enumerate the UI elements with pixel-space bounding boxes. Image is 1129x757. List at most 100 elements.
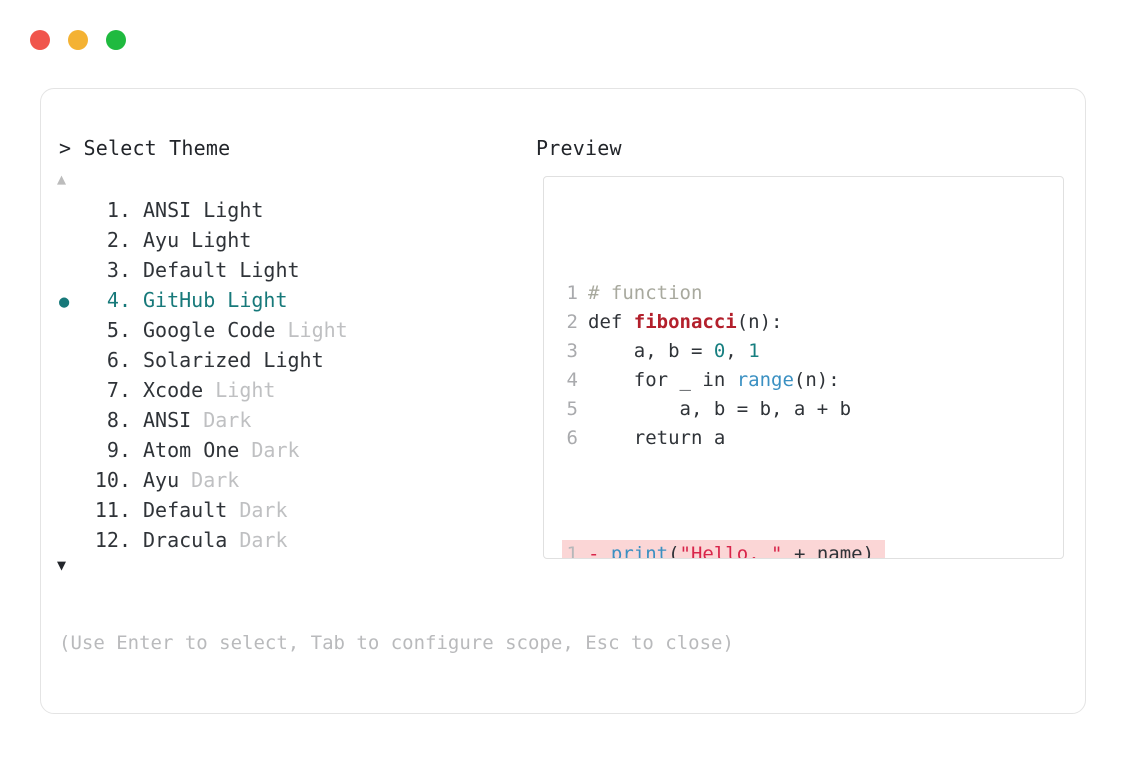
theme-list-item[interactable]: 12.Dracula Dark bbox=[53, 525, 503, 555]
theme-list-item[interactable]: 11. Default Dark bbox=[53, 495, 503, 525]
theme-list-item[interactable]: 5. Google Code Light bbox=[53, 315, 503, 345]
theme-item-name: Ayu bbox=[143, 228, 180, 252]
code-line-text: for _ in range(n): bbox=[588, 366, 840, 395]
theme-item-name: Default bbox=[143, 258, 228, 282]
code-token: ( bbox=[668, 543, 680, 559]
bullet-placeholder bbox=[53, 347, 79, 377]
theme-list-item[interactable]: 9. Atom One Dark bbox=[53, 435, 503, 465]
theme-item-number: 5. bbox=[106, 318, 131, 342]
page-title: > Select Theme bbox=[59, 136, 231, 160]
theme-list-item[interactable]: 3. Default Light bbox=[53, 255, 503, 285]
code-token: for _ in bbox=[588, 369, 737, 391]
code-token: # function bbox=[588, 282, 703, 304]
code-token: fibonacci bbox=[633, 311, 737, 333]
theme-item-name: Xcode bbox=[143, 378, 204, 402]
code-line: 2 def fibonacci(n): bbox=[562, 308, 885, 337]
theme-item-number: 7. bbox=[106, 378, 131, 402]
theme-item-number: 6. bbox=[106, 348, 131, 372]
line-number: 2 bbox=[566, 311, 578, 333]
theme-item-variant: Dark bbox=[227, 528, 288, 552]
code-line-text: a, b = 0, 1 bbox=[588, 337, 760, 366]
window-titlebar bbox=[30, 30, 126, 50]
line-number: 3 bbox=[566, 340, 578, 362]
code-line-text: print("Hello, " + name) bbox=[610, 540, 875, 559]
bullet-placeholder bbox=[53, 497, 79, 527]
close-dot[interactable] bbox=[30, 30, 50, 50]
code-token: print bbox=[610, 543, 669, 559]
diff-removed-line: 1- print("Hello, " + name) bbox=[562, 540, 886, 559]
line-number: 5 bbox=[566, 398, 578, 420]
theme-item-number: 2. bbox=[106, 228, 131, 252]
theme-item-variant: Light bbox=[251, 348, 324, 372]
line-number: 1 bbox=[566, 543, 578, 559]
code-line: 4 for _ in range(n): bbox=[562, 366, 885, 395]
bullet-placeholder bbox=[53, 227, 79, 257]
theme-item-number: 4. bbox=[106, 288, 131, 312]
scroll-down-arrow-icon[interactable]: ▼ bbox=[57, 556, 67, 574]
theme-item-variant: Dark bbox=[239, 438, 300, 462]
code-line-text: return a bbox=[588, 424, 726, 453]
theme-list-item[interactable]: 6. Solarized Light bbox=[53, 345, 503, 375]
theme-item-name: Default bbox=[143, 498, 228, 522]
bullet-placeholder bbox=[53, 527, 79, 557]
bullet-placeholder bbox=[53, 467, 79, 497]
theme-item-variant: Light bbox=[215, 288, 288, 312]
preview-title: Preview bbox=[536, 136, 622, 160]
theme-item-name: Solarized bbox=[143, 348, 252, 372]
line-number: 4 bbox=[566, 369, 578, 391]
theme-item-name: ANSI bbox=[143, 408, 192, 432]
theme-list: 1.ANSI Light 2.Ayu Light 3.Default Light… bbox=[53, 195, 503, 555]
code-token: (n): bbox=[736, 311, 783, 333]
theme-item-variant: Dark bbox=[227, 498, 288, 522]
theme-list-item[interactable]: 1.ANSI Light bbox=[53, 195, 503, 225]
theme-item-variant: Light bbox=[275, 318, 348, 342]
theme-item-variant: Dark bbox=[179, 468, 240, 492]
diff-minus-sign: - bbox=[588, 543, 611, 559]
theme-list-pane: ▲ 1.ANSI Light 2.Ayu Light 3.Default Lig… bbox=[53, 169, 503, 575]
theme-list-item[interactable]: ● 4. GitHub Light bbox=[53, 285, 503, 315]
code-token: 0 bbox=[713, 340, 726, 362]
theme-item-number: 11. bbox=[94, 498, 131, 522]
line-number: 6 bbox=[566, 427, 578, 449]
theme-list-item[interactable]: 2.Ayu Light bbox=[53, 225, 503, 255]
scroll-up-arrow-icon[interactable]: ▲ bbox=[57, 170, 67, 188]
code-line-text: # function bbox=[588, 279, 702, 308]
theme-item-number: 3. bbox=[106, 258, 131, 282]
theme-item-name: GitHub bbox=[143, 288, 216, 312]
card-content: > Select Theme Preview ▲ 1.ANSI Light 2.… bbox=[41, 89, 1085, 713]
theme-item-number: 9. bbox=[106, 438, 131, 462]
theme-item-variant: Light bbox=[203, 378, 276, 402]
code-line: 5 a, b = b, a + b bbox=[562, 395, 885, 424]
theme-selector-card: > Select Theme Preview ▲ 1.ANSI Light 2.… bbox=[40, 88, 1086, 714]
code-token: , bbox=[725, 340, 749, 362]
code-token: + name) bbox=[782, 543, 875, 559]
theme-list-item[interactable]: 10.Ayu Dark bbox=[53, 465, 503, 495]
theme-item-name: Google Code bbox=[143, 318, 276, 342]
code-line-text: def fibonacci(n): bbox=[588, 308, 782, 337]
code-token: range bbox=[736, 369, 794, 391]
minimize-dot[interactable] bbox=[68, 30, 88, 50]
theme-list-item[interactable]: 7. Xcode Light bbox=[53, 375, 503, 405]
keyboard-hint: (Use Enter to select, Tab to configure s… bbox=[59, 632, 734, 654]
code-line: 3 a, b = 0, 1 bbox=[562, 337, 885, 366]
theme-item-variant: Light bbox=[227, 258, 300, 282]
code-token: 1 bbox=[748, 340, 760, 362]
theme-item-name: Atom One bbox=[143, 438, 240, 462]
line-number: 1 bbox=[566, 282, 578, 304]
bullet-placeholder bbox=[53, 317, 79, 347]
theme-item-number: 1. bbox=[106, 198, 131, 222]
code-line-text: a, b = b, a + b bbox=[588, 395, 852, 424]
maximize-dot[interactable] bbox=[106, 30, 126, 50]
theme-item-name: Ayu bbox=[143, 468, 180, 492]
bullet-placeholder bbox=[53, 257, 79, 287]
theme-item-number: 8. bbox=[106, 408, 131, 432]
selected-bullet-icon: ● bbox=[59, 292, 70, 312]
theme-item-variant: Dark bbox=[191, 408, 252, 432]
code-token: return a bbox=[588, 427, 726, 449]
theme-list-item[interactable]: 8. ANSI Dark bbox=[53, 405, 503, 435]
bullet-placeholder bbox=[53, 437, 79, 467]
code-token: (n): bbox=[793, 369, 840, 391]
